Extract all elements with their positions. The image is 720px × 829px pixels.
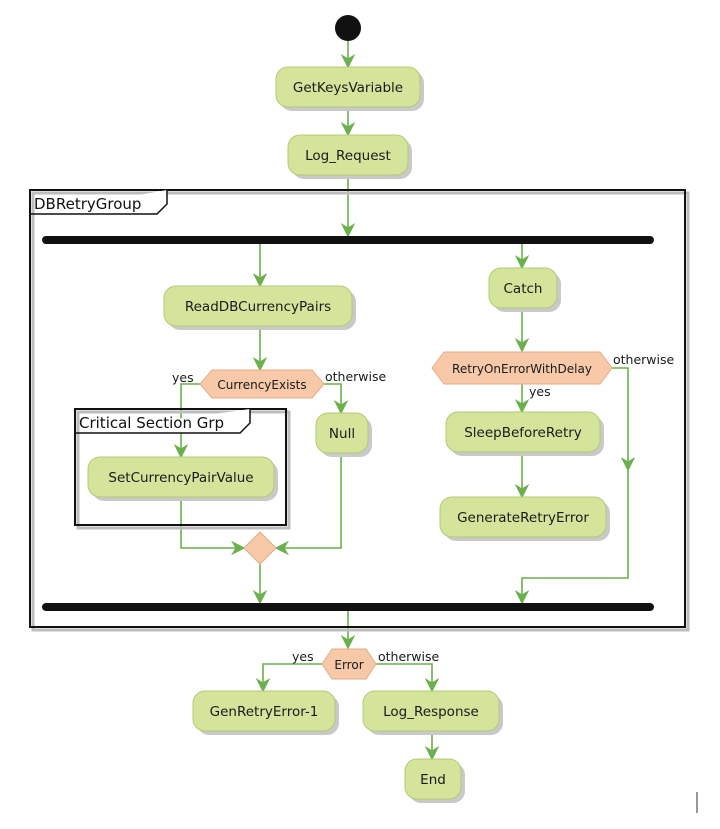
edge-retry-otherwise-to-join [514,470,629,605]
edge-setpair-to-merge [180,500,246,556]
group-dbretry-label: DBRetryGroup [34,195,141,213]
branch-label-error-yes: yes [292,649,314,664]
start-node [335,15,361,41]
activity-label: Catch [504,281,543,297]
activity-label: GenRetryError-1 [210,704,319,720]
decision-retryonerrorwithdelay: RetryOnErrorWithDelay [431,351,613,385]
activity-label: End [420,772,446,788]
edge-currencyexists-otherwise [324,383,349,415]
activity-getkeysvariable: GetKeysVariable [275,66,424,111]
activity-log-response: Log_Response [362,690,503,735]
join-bar [42,603,654,611]
group-critical: Critical Section Grp [74,408,291,530]
activity-label: SetCurrencyPairValue [108,470,253,486]
activity-readdbcurrencypairs: ReadDBCurrencyPairs [163,285,356,330]
group-critical-label: Critical Section Grp [79,414,224,432]
branch-label-error-otherwise: otherwise [378,649,440,664]
activity-log-request: Log_Request [287,134,412,179]
activity-label: Null [329,426,355,442]
activity-label: Log_Response [383,704,479,720]
merge-diamond [243,531,277,565]
edge-null-to-merge [274,456,342,556]
edge-retry-otherwise [612,367,636,472]
group-dbretry-tab [30,190,168,215]
activity-catch: Catch [488,267,561,312]
branch-label-retry-yes: yes [529,384,551,399]
edges [173,41,636,761]
activity-label: ReadDBCurrencyPairs [185,299,331,315]
activity-setcurrencypairvalue: SetCurrencyPairValue [87,456,278,501]
activity-label: GenerateRetryError [457,510,589,526]
activity-end: End [404,758,465,803]
decision-label: RetryOnErrorWithDelay [452,362,592,376]
group-critical-tab [75,409,251,434]
decision-label: Error [334,658,363,672]
activity-genretryerror-1: GenRetryError-1 [192,690,339,735]
decision-currencyexists: CurrencyExists [199,369,325,399]
branch-label-currency-yes: yes [172,370,194,385]
branch-label-retry-otherwise: otherwise [613,352,675,367]
activity-generateretryerror: GenerateRetryError [439,496,610,541]
group-dbretry: DBRetryGroup [29,189,690,632]
decision-label: CurrencyExists [217,378,306,392]
activity-null: Null [315,412,372,457]
edge-error-yes [255,663,324,693]
activity-label: SleepBeforeRetry [464,425,582,441]
activity-label: GetKeysVariable [293,80,403,96]
edge-error-otherwise [374,663,440,693]
decision-error: Error [321,648,377,680]
activity-label: Log_Request [305,148,391,164]
branch-label-currency-otherwise: otherwise [325,369,387,384]
fork-bar [42,236,654,244]
activity-sleepbeforeretry: SleepBeforeRetry [445,411,604,456]
